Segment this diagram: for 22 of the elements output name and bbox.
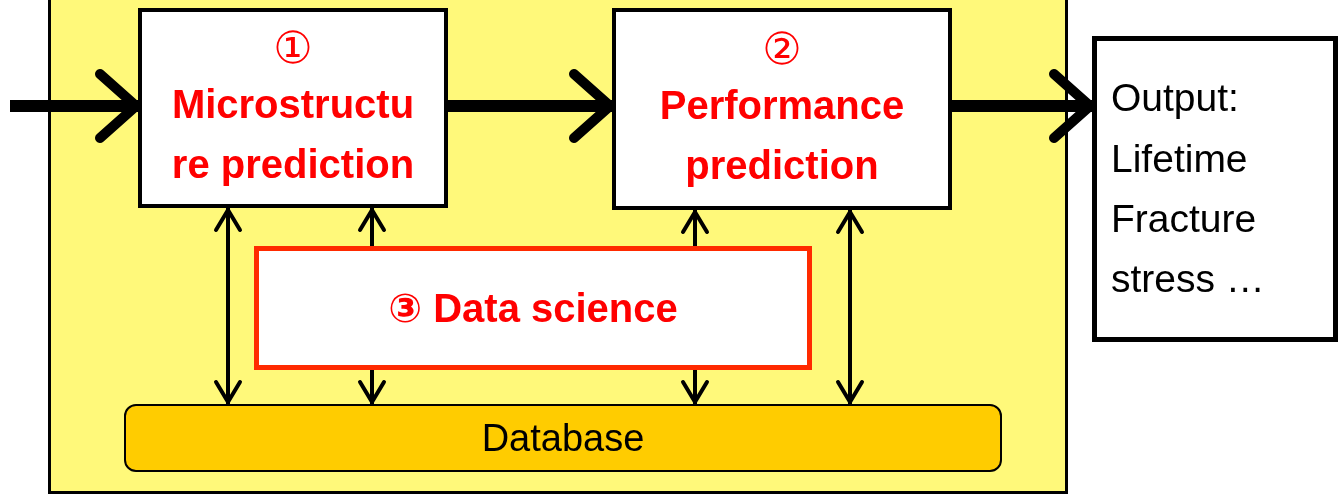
process-box	[254, 246, 812, 370]
panel-background	[48, 0, 1068, 494]
arrow	[952, 69, 1095, 143]
output-text: Output: Lifetime Fracture stress …	[1111, 75, 1266, 303]
arrow	[358, 370, 386, 404]
step-title: ③ Data science	[388, 285, 678, 332]
arrow	[358, 208, 386, 246]
process-box	[612, 8, 952, 210]
arrow	[681, 370, 709, 404]
database-bar	[124, 404, 1002, 472]
process-box	[138, 8, 448, 208]
arrow	[681, 210, 709, 246]
arrow	[836, 210, 864, 404]
database-label: Database	[481, 415, 645, 461]
step-title: Microstructu re prediction	[170, 81, 416, 189]
arrow	[10, 69, 141, 143]
arrow	[214, 208, 242, 404]
step-number: ①	[273, 21, 313, 74]
step-title: Performance prediction	[658, 82, 906, 190]
arrow	[448, 69, 615, 143]
output-box	[1092, 36, 1338, 342]
step-number: ②	[762, 22, 802, 75]
